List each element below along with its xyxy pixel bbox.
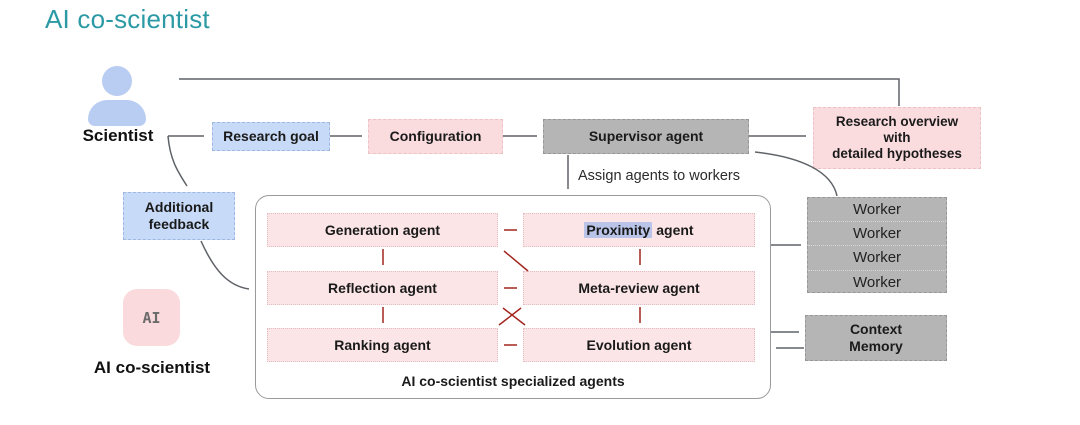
- research-overview-box: Research overview with detailed hypothes…: [813, 107, 981, 169]
- generation-agent-box: Generation agent: [267, 213, 498, 247]
- evolution-agent-box: Evolution agent: [523, 328, 755, 362]
- research-overview-line1: Research overview: [835, 114, 959, 130]
- proximity-agent-box: Proximity agent: [523, 213, 755, 247]
- page-title: AI co-scientist: [45, 4, 210, 34]
- research-goal-box: Research goal: [212, 122, 330, 151]
- worker-stack: Worker Worker Worker Worker: [807, 197, 947, 293]
- ai-co-scientist-label: AI co-scientist: [93, 358, 211, 377]
- assign-agents-label: Assign agents to workers: [578, 168, 740, 184]
- additional-feedback-line1: Additional: [144, 199, 214, 216]
- container-label: AI co-scientist specialized agents: [401, 373, 625, 389]
- context-memory-line1: Context: [849, 321, 903, 338]
- research-overview-line2: with: [883, 130, 911, 146]
- proximity-agent-text: agent: [656, 221, 694, 238]
- worker-row: Worker: [808, 245, 946, 269]
- reflection-agent-box: Reflection agent: [267, 271, 498, 305]
- additional-feedback-box: Additional feedback: [123, 192, 235, 240]
- supervisor-agent-box: Supervisor agent: [543, 119, 749, 154]
- arrow-research-overview-to-scientist: [179, 78, 900, 106]
- worker-row: Worker: [852, 201, 902, 219]
- proximity-highlighted-text: Proximity: [584, 221, 653, 239]
- additional-feedback-line2: feedback: [148, 216, 210, 232]
- meta-review-agent-box: Meta-review agent: [523, 271, 755, 305]
- ai-chip-text: AI: [142, 308, 161, 327]
- ai-chip-icon: AI: [123, 289, 180, 346]
- configuration-box: Configuration: [368, 119, 503, 154]
- ranking-agent-box: Ranking agent: [267, 328, 498, 362]
- worker-row: Worker: [808, 221, 946, 245]
- scientist-person-icon-body: [88, 100, 146, 126]
- context-memory-line2: Memory: [849, 338, 903, 354]
- scientist-label: Scientist: [82, 126, 154, 145]
- scientist-person-icon: [102, 66, 132, 96]
- arrow-additional-feedback-to-container: [200, 240, 250, 290]
- worker-row: Worker: [808, 269, 946, 294]
- context-memory-box: Context Memory: [805, 315, 947, 361]
- research-overview-line3: detailed hypotheses: [832, 145, 962, 161]
